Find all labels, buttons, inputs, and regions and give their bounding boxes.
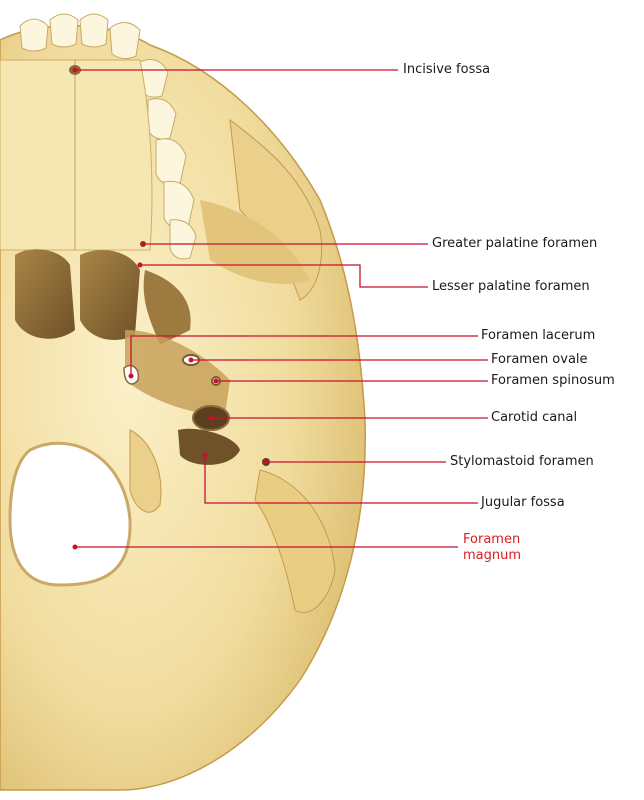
leader-dots: [72, 67, 269, 550]
label-foramen-spinosum: Foramen spinosum: [491, 373, 615, 388]
incisor-3: [79, 13, 109, 48]
dot-foramen-spinosum: [213, 378, 219, 384]
dot-stylomastoid: [263, 459, 269, 465]
choana-left: [15, 249, 75, 339]
label-jugular-fossa: Jugular fossa: [481, 495, 565, 510]
hard-palate: [0, 59, 153, 251]
canine: [109, 22, 141, 60]
middle-cranial-depression: [125, 330, 230, 415]
premolar-2: [147, 98, 177, 140]
dot-foramen-ovale: [188, 357, 194, 363]
leader-foramen-lacerum: [130, 335, 478, 376]
foramen-magnum-opening: [8, 441, 132, 587]
jugular-fossa-mark: [178, 428, 240, 465]
label-carotid-canal: Carotid canal: [491, 410, 578, 425]
infratemporal-fossa: [200, 200, 310, 284]
occipital-condyle: [129, 429, 162, 513]
dot-foramen-magnum: [72, 544, 78, 550]
upper-teeth: [19, 13, 197, 260]
label-greater-palatine-foramen: Greater palatine foramen: [432, 236, 598, 251]
incisor-1: [19, 18, 49, 52]
pterygoid-fossa: [143, 270, 191, 345]
molar-3: [169, 219, 197, 260]
choana-right: [80, 250, 140, 340]
leader-lesser-palatine: [140, 264, 428, 288]
leader-lines: [75, 69, 488, 548]
mastoid-process: [254, 469, 336, 613]
dot-lesser-palatine: [137, 262, 143, 268]
dot-incisive-fossa: [72, 67, 78, 73]
dot-greater-palatine: [140, 241, 146, 247]
label-lesser-palatine-foramen: Lesser palatine foramen: [432, 279, 590, 294]
dot-foramen-lacerum: [128, 373, 134, 379]
dot-jugular-fossa: [202, 452, 208, 458]
label-stylomastoid-foramen: Stylomastoid foramen: [450, 454, 594, 469]
label-foramen-magnum: Foramen magnum: [463, 532, 522, 563]
label-foramen-ovale: Foramen ovale: [491, 352, 588, 367]
label-incisive-fossa: Incisive fossa: [403, 62, 491, 77]
dot-carotid-canal: [208, 415, 214, 421]
leader-jugular-fossa: [204, 455, 478, 504]
label-foramen-lacerum: Foramen lacerum: [481, 328, 596, 343]
incisor-2: [49, 13, 79, 48]
